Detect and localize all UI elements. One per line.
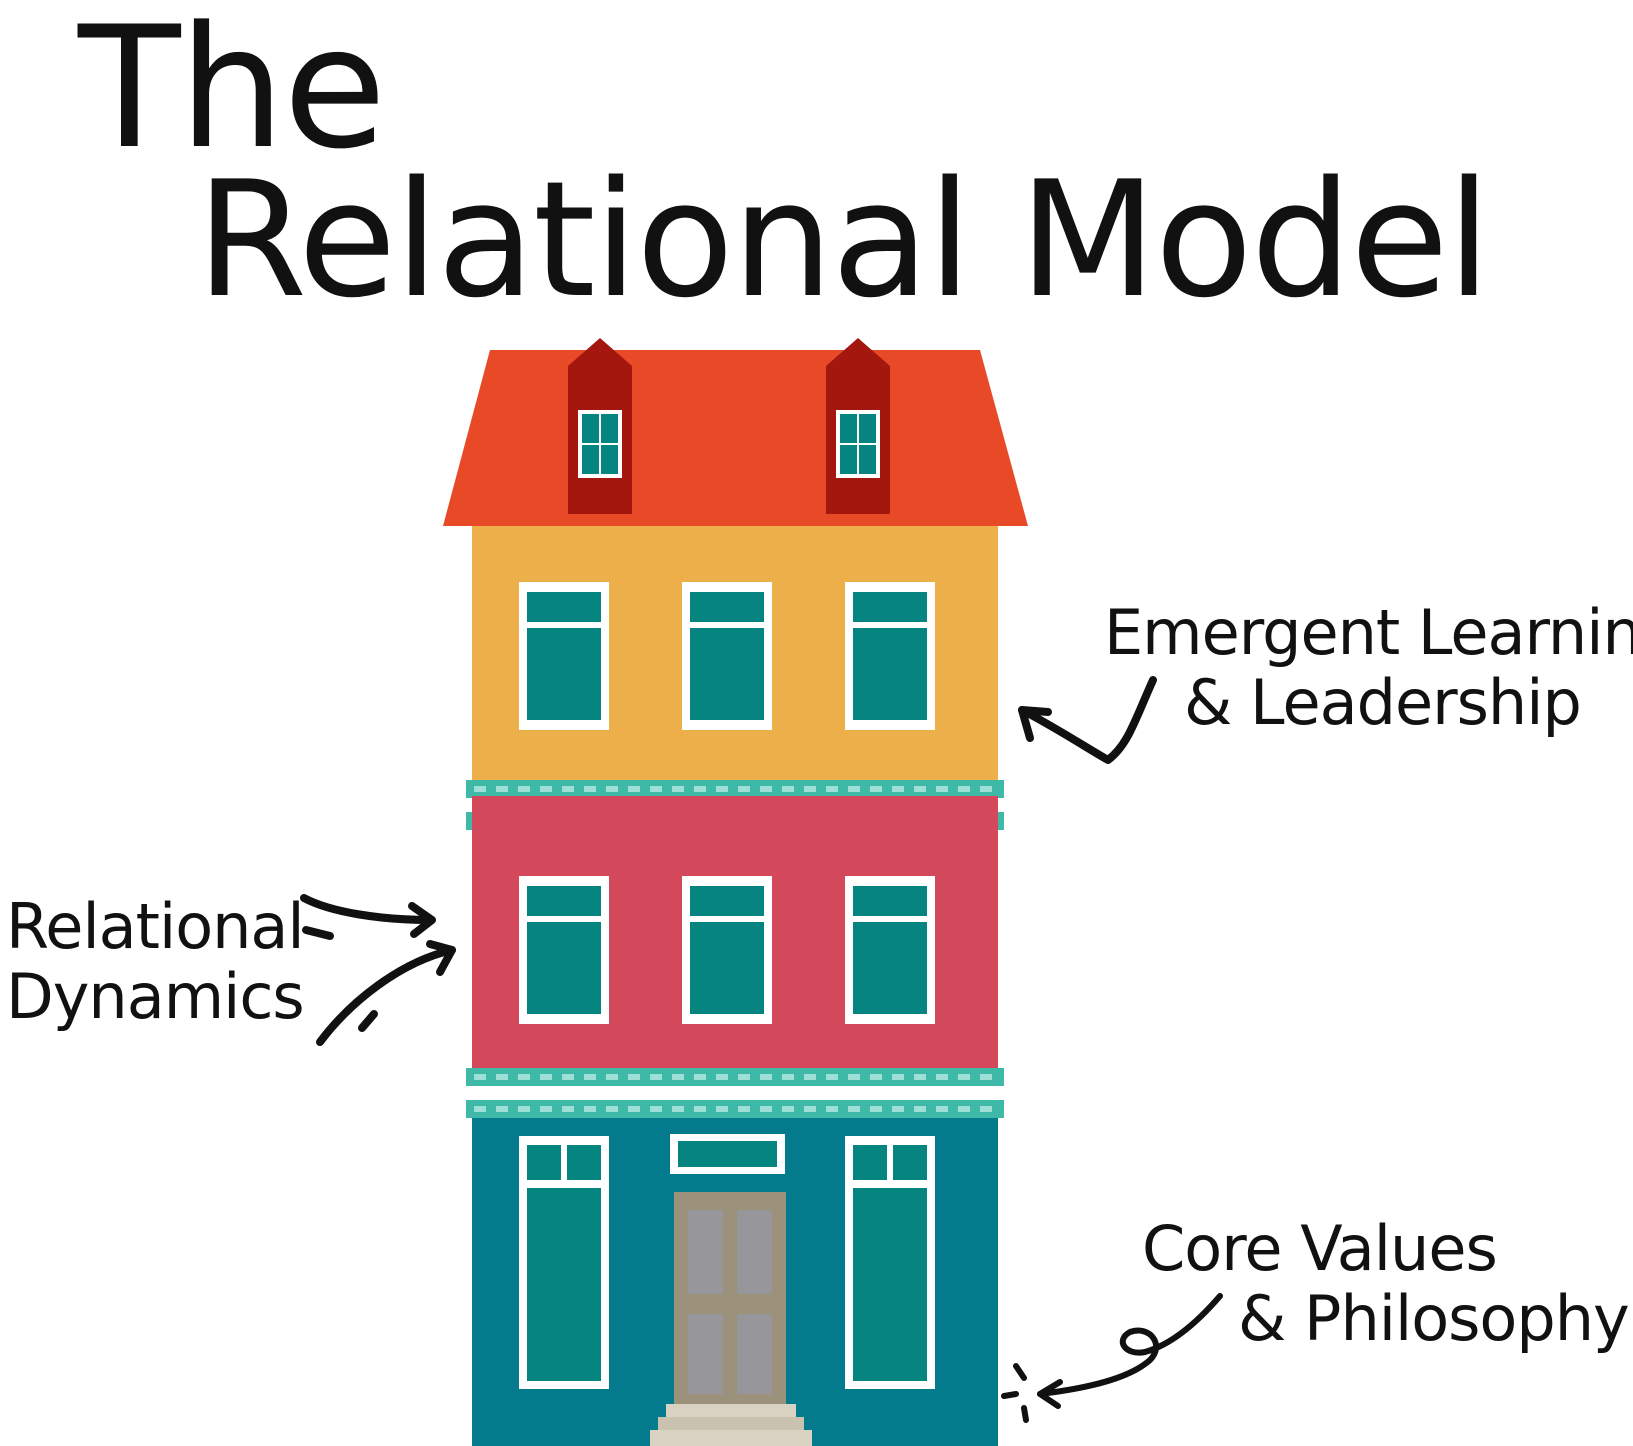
label-top-line1: Emergent Learning [1104,596,1633,669]
label-middle-line2: Dynamics [6,960,305,1033]
arrow-bottom [1001,1293,1223,1423]
front-steps [650,1404,812,1446]
title-line-2: Relational Model [196,146,1491,333]
label-bottom-line2: & Philosophy [1238,1282,1630,1355]
trim-band-1 [466,780,1004,798]
label-bottom-line1: Core Values [1142,1212,1498,1285]
title-line-1: The [78,0,386,186]
middle-floor-window-3 [845,876,935,1024]
top-floor-windows [519,582,935,730]
middle-floor-window-1 [519,876,609,1024]
middle-floor-window-2 [682,876,772,1024]
front-door [674,1192,786,1404]
dormer-left [568,338,632,514]
ground-window-right [845,1136,935,1389]
label-top-line2: & Leadership [1184,666,1582,739]
transom-window [670,1134,785,1174]
label-relational-dynamics: Relational Dynamics [6,890,305,1033]
label-emergent-learning: Emergent Learning & Leadership [1104,598,1633,738]
label-core-values: Core Values & Philosophy [1142,1212,1630,1355]
roof [443,350,1028,526]
middle-floor-windows [519,876,935,1024]
ground-window-left [519,1136,609,1389]
top-floor-window-2 [682,582,772,730]
arrow-top [1018,676,1157,764]
top-floor-window-1 [519,582,609,730]
arrow-middle-upper [300,894,436,940]
top-floor-window-3 [845,582,935,730]
arrow-middle-lower [316,940,456,1046]
trim-lower [466,1068,1004,1118]
label-middle-line1: Relational [6,890,305,963]
dormer-right [826,338,890,514]
trim-band-1 [466,1068,1004,1086]
trim-band-2 [466,1100,1004,1118]
